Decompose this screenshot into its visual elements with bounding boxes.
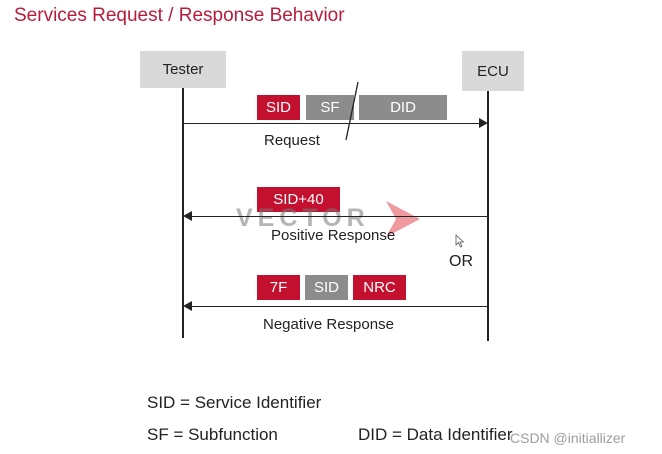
- tester-lifeline-head: Tester: [140, 51, 226, 88]
- positive-arrow-line: [191, 216, 487, 217]
- legend-did: DID = Data Identifier: [358, 425, 513, 444]
- negative-field-nrc: NRC: [353, 275, 406, 300]
- negative-label: Negative Response: [263, 316, 394, 333]
- positive-field-sid40: SID+40: [257, 187, 340, 212]
- vector-watermark: VECTOR: [236, 204, 370, 232]
- request-arrowhead: [479, 118, 488, 128]
- positive-arrowhead: [183, 211, 192, 221]
- negative-field-nrc-label: NRC: [363, 279, 396, 296]
- negative-field-sid: SID: [305, 275, 348, 300]
- request-label: Request: [264, 132, 320, 149]
- negative-field-7f: 7F: [257, 275, 300, 300]
- legend-sid: SID = Service Identifier: [147, 393, 322, 412]
- request-field-did: DID: [359, 95, 447, 120]
- mouse-cursor-icon: [455, 234, 465, 248]
- page-title: Services Request / Response Behavior: [14, 5, 345, 26]
- positive-field-sid40-label: SID+40: [273, 191, 324, 208]
- legend-sf: SF = Subfunction: [147, 425, 278, 444]
- ecu-lifeline-head: ECU: [462, 51, 524, 91]
- ecu-label: ECU: [477, 62, 509, 80]
- request-field-did-label: DID: [390, 99, 416, 116]
- ecu-lifeline: [487, 91, 489, 341]
- request-field-sf: SF: [306, 95, 354, 120]
- or-label: OR: [449, 253, 473, 270]
- vector-chevron-icon: [386, 201, 420, 237]
- negative-arrow-line: [191, 306, 487, 307]
- request-field-sf-label: SF: [320, 99, 340, 116]
- positive-label: Positive Response: [271, 227, 396, 244]
- request-field-sid: SID: [257, 95, 300, 120]
- tester-label: Tester: [162, 61, 204, 78]
- csdn-watermark: CSDN @initiallizer: [510, 430, 626, 446]
- negative-arrowhead: [183, 301, 192, 311]
- optional-break-slash: [345, 81, 359, 141]
- negative-field-sid-label: SID: [313, 279, 339, 296]
- negative-field-7f-label: 7F: [269, 279, 288, 296]
- request-arrow-line: [183, 123, 479, 124]
- request-field-sid-label: SID: [265, 99, 291, 116]
